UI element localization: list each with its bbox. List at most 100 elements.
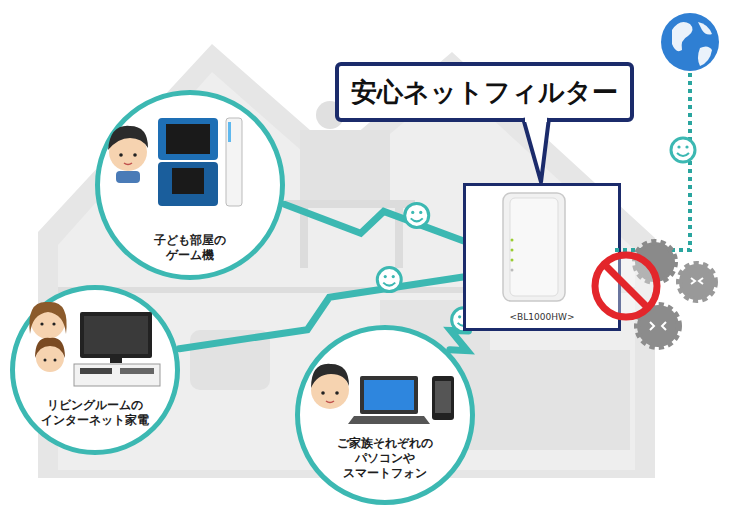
game-console-part (166, 124, 210, 154)
child-face-part (124, 163, 132, 165)
tv-set-part (84, 316, 148, 354)
callout-tail-part (523, 118, 549, 182)
game-console-part (226, 118, 242, 206)
harmful-site-icons-part (635, 242, 675, 282)
smiley-eye (458, 315, 461, 318)
smiley-icon (671, 138, 695, 162)
device-label: ご家族それぞれの パソコンや スマートフォン (337, 436, 433, 481)
smiley-face (377, 268, 401, 292)
callout-tail (523, 113, 549, 182)
router-device (503, 193, 565, 301)
router-device-part (511, 259, 514, 262)
prohibited-sign-part (604, 264, 648, 308)
lightning-line (285, 204, 463, 240)
globe-icon-part (672, 22, 693, 51)
tv-set-part (110, 358, 122, 363)
laptop-and-phone-part (348, 416, 430, 424)
smiley-icon-part (677, 145, 680, 148)
device-circle: ご家族それぞれの パソコンや スマートフォン (295, 325, 475, 505)
father-face (311, 364, 349, 409)
globe-icon-part (698, 46, 712, 66)
smiley-icon-part (671, 138, 695, 162)
laptop-and-phone-part (435, 381, 451, 413)
mother-daughter-faces-part (29, 302, 66, 334)
prohibited-sign (595, 255, 657, 317)
router-device-part (511, 239, 514, 242)
tv-set-part (80, 368, 112, 374)
internet-line (615, 72, 690, 250)
smiley-icon (377, 268, 401, 292)
father-face-part (321, 391, 325, 395)
harmful-site-icons-part (679, 264, 715, 300)
smiley-icon-part (677, 153, 689, 156)
game-console-part (158, 162, 218, 206)
callout-title: 安心ネットフィルター (351, 75, 618, 110)
mother-daughter-faces-part (44, 359, 47, 362)
internet-line-part (615, 72, 690, 250)
child-face-part (108, 126, 148, 150)
house-silhouette-part (300, 208, 308, 268)
laptop-and-phone-part (360, 376, 418, 414)
router-device-part (503, 193, 565, 301)
child-face-part (116, 171, 140, 183)
mother-daughter-faces-part (54, 359, 57, 362)
father-face-part (335, 391, 339, 395)
harmful-site-icons-part (691, 278, 703, 284)
mother-daughter-faces-part (31, 305, 65, 339)
router-box: <BL1000HW> (463, 183, 621, 331)
mother-daughter-faces-part (35, 338, 65, 358)
device-circle: 子ども部屋の ゲーム機 (95, 90, 285, 280)
house-silhouette-part (285, 200, 415, 208)
father-face-part (311, 371, 349, 409)
harmful-site-icons-part (650, 322, 666, 330)
router-device-part (510, 198, 558, 296)
router-device-part (511, 269, 514, 272)
smiley-mouth (411, 218, 423, 221)
callout-tail-part (525, 113, 547, 122)
smiley-icon-part (685, 145, 688, 148)
router-device-part (511, 249, 514, 252)
game-console-part (228, 122, 231, 142)
lightning-line (450, 330, 469, 350)
smiley-face (405, 203, 429, 227)
mother-daughter-faces-part (52, 322, 55, 325)
smiley-eye (411, 211, 414, 214)
smiley-mouth (383, 283, 395, 286)
tv-set-part (74, 364, 160, 386)
device-label: リビングルームの インターネット家電 (41, 398, 149, 428)
harmful-site-icons (635, 242, 715, 347)
harmful-site-icons-part (637, 305, 679, 347)
father-face-part (326, 401, 334, 403)
tv-set-part (80, 312, 152, 358)
wireless-link (285, 203, 463, 240)
callout-box: 安心ネットフィルター (335, 62, 634, 122)
laptop-and-phone-part (364, 380, 414, 410)
mother-daughter-faces-part (40, 322, 43, 325)
device-circle: リビングルームの インターネット家電 (10, 285, 180, 455)
house-silhouette-part (300, 130, 390, 200)
child-face-part (119, 153, 123, 157)
mother-daughter-faces (29, 302, 66, 372)
smiley-eye (392, 275, 395, 278)
prohibited-sign-part (595, 255, 657, 317)
game-console-part (172, 168, 204, 194)
child-face-part (133, 153, 137, 157)
house-silhouette-part (470, 350, 630, 450)
tv-set-part (120, 368, 154, 374)
tv-set (74, 312, 160, 386)
mother-daughter-faces-part (36, 344, 64, 372)
smiley-eye (419, 211, 422, 214)
globe-icon (661, 13, 719, 71)
smiley-icon (405, 203, 429, 227)
model-label: <BL1000HW> (466, 312, 618, 322)
globe-icon-part (661, 13, 719, 71)
child-face (108, 126, 148, 183)
smiley-eye (384, 275, 387, 278)
father-face-part (311, 364, 349, 388)
laptop-and-phone-part (432, 376, 454, 420)
globe-icon-part (698, 22, 712, 35)
device-label: 子ども部屋の ゲーム機 (154, 233, 226, 263)
child-face-part (109, 133, 147, 171)
game-console (158, 118, 242, 206)
